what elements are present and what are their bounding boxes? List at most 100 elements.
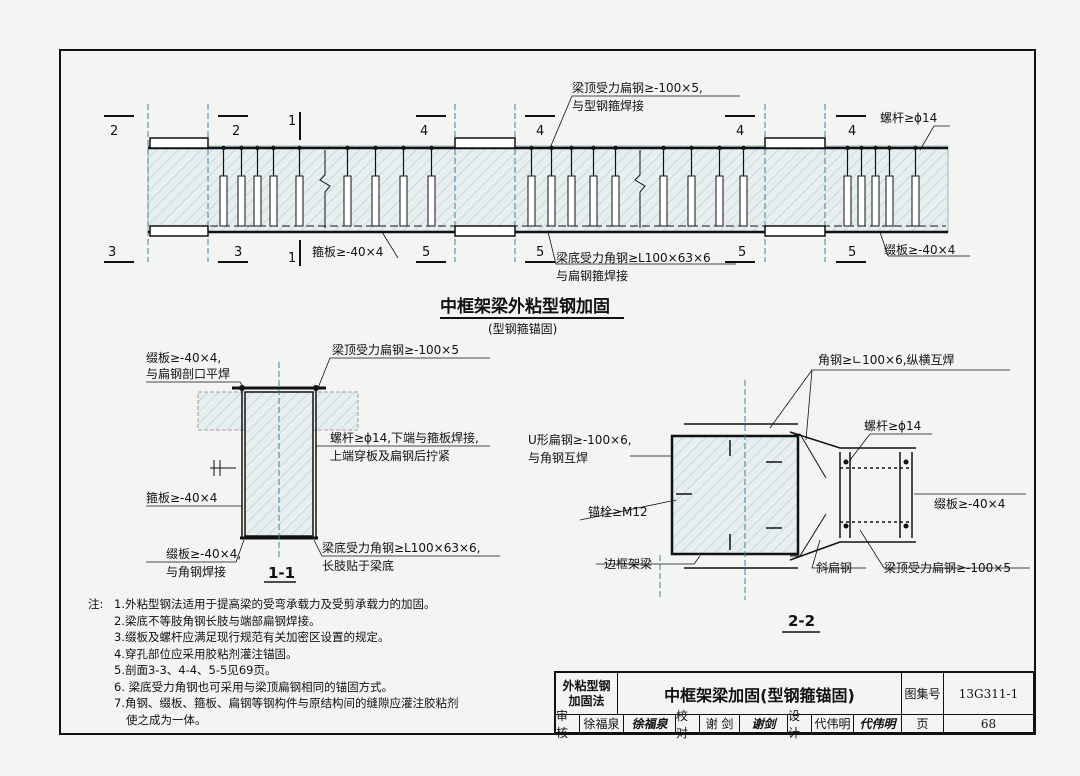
note-item: 3.缀板及螺杆应满足现行规范有关加密区设置的规定。 xyxy=(114,630,390,644)
section-mark-4c: 4 xyxy=(736,124,744,139)
hoop-plate xyxy=(739,175,748,227)
s11-batten-bottom-2: 与角钢焊接 xyxy=(166,564,226,579)
hoop-plate xyxy=(885,175,894,227)
section-mark-5c: 5 xyxy=(738,245,746,260)
section-2-2-leaders xyxy=(579,369,1030,569)
s22-batten: 缀板≥-40×4 xyxy=(934,497,1005,511)
callout-top-flat-steel-2: 与型钢箍焊接 xyxy=(572,98,644,113)
column-stubs xyxy=(149,137,826,237)
callout-bottom-angle-1: 梁底受力角钢≥L100×63×6 xyxy=(556,250,711,265)
reviewer-name: 徐福泉 xyxy=(580,715,624,732)
design-label: 设计 xyxy=(788,709,812,740)
section-mark-5a: 5 xyxy=(422,245,430,260)
hoop-plate xyxy=(427,175,436,227)
callout-hoop-plate: 箍板≥-40×4 xyxy=(312,244,383,259)
note-item: 5.剖面3-3、4-4、5-5见69页。 xyxy=(114,663,277,677)
hoop-plate xyxy=(857,175,866,227)
s22-u-flat-2: 与角钢互焊 xyxy=(528,450,588,465)
bolt-nut xyxy=(859,145,864,151)
bolt-nut xyxy=(717,145,722,151)
page-label: 页 xyxy=(902,715,944,732)
callout-bolt: 螺杆≥ϕ14 xyxy=(880,111,937,125)
note-item: 4.穿孔部位应采用胶粘剂灌注锚固。 xyxy=(114,646,298,661)
drawing-title: 中框架梁加固(型钢箍锚固) xyxy=(618,673,902,715)
bolt-nut xyxy=(529,145,534,151)
bolt-nut xyxy=(591,145,596,151)
s22-edge-beam: 边框架梁 xyxy=(604,556,652,571)
main-view-subtitle: (型钢箍锚固) xyxy=(488,321,557,336)
s11-bottom-angle-2: 长肢贴于梁底 xyxy=(322,558,394,573)
notes-label: 注: xyxy=(88,597,104,611)
section-2-2-label: 2-2 xyxy=(788,612,815,630)
callout-bottom-angle-2: 与扁钢箍焊接 xyxy=(556,268,628,283)
bolt-nut xyxy=(845,145,850,151)
hoop-plate xyxy=(911,175,920,227)
bolt-nut xyxy=(689,145,694,151)
hoop-plate xyxy=(295,175,304,227)
atlas-number: 13G311-1 xyxy=(944,673,1033,715)
s11-batten-top-2: 与扁钢剖口平焊 xyxy=(146,366,230,381)
s11-batten-bottom-1: 缀板≥-40×4, xyxy=(166,547,241,561)
hoop-plate xyxy=(843,175,852,227)
s11-hoop-plate: 箍板≥-40×4 xyxy=(146,490,217,505)
bolt-nut xyxy=(613,145,618,151)
checker-signature: 谢剑 xyxy=(740,715,788,732)
hoop-plates xyxy=(219,145,920,227)
bolt-nut xyxy=(271,145,276,151)
section-mark-4a: 4 xyxy=(420,124,428,139)
hoop-plate xyxy=(343,175,352,227)
s22-oblique: 斜扁钢 xyxy=(816,561,852,575)
column-section xyxy=(670,434,800,556)
s22-top-flat: 梁顶受力扁钢≥-100×5 xyxy=(884,560,1011,575)
hoop-plate xyxy=(659,175,668,227)
hoop-plate xyxy=(715,175,724,227)
bolt-nut xyxy=(913,145,918,151)
main-elevation-view xyxy=(147,104,949,262)
section-mark-5d: 5 xyxy=(848,245,856,260)
section-mark-1-top: 1 xyxy=(288,114,296,129)
bolt-nut xyxy=(373,145,378,151)
hoop-plate xyxy=(547,175,556,227)
bolt-nut xyxy=(741,145,746,151)
anchor-bolts xyxy=(676,440,782,550)
main-view-title: 中框架梁外粘型钢加固 xyxy=(440,296,610,317)
section-mark-5b: 5 xyxy=(536,245,544,260)
bolt-nut xyxy=(255,145,260,151)
s22-u-flat-1: U形扁钢≥-100×6, xyxy=(528,433,632,447)
bolt-nut xyxy=(661,145,666,151)
s11-bolt-1: 螺杆≥ϕ14,下端与箍板焊接, xyxy=(330,430,479,445)
callout-batten-plate: 缀板≥-40×4 xyxy=(884,243,955,257)
note-item: 7.角钢、缀板、箍板、扁钢等钢构件与原结构间的缝隙应灌注胶粘剂 xyxy=(114,696,459,710)
bolt-nut xyxy=(401,145,406,151)
bolt-nut xyxy=(569,145,574,151)
bolt-nut xyxy=(549,145,554,151)
s11-bolt-2: 上端穿板及扁钢后拧紧 xyxy=(330,448,450,463)
hoop-plate xyxy=(611,175,620,227)
designer-name: 代伟明 xyxy=(812,715,854,732)
s22-anchor: 锚栓≥M12 xyxy=(588,504,648,519)
hoop-plate xyxy=(399,175,408,227)
s22-angle: 角钢≥∟100×6,纵横互焊 xyxy=(818,352,955,367)
section-1-1-view xyxy=(197,362,359,560)
section-mark-lines xyxy=(104,112,866,266)
hoop-plate xyxy=(253,175,262,227)
hoop-plate xyxy=(527,175,536,227)
section-mark-1-bottom: 1 xyxy=(288,251,296,266)
hoop-plate xyxy=(237,175,246,227)
hoop-plate xyxy=(371,175,380,227)
section-mark-3-right: 3 xyxy=(234,245,242,260)
s11-batten-top-1: 缀板≥-40×4, xyxy=(146,351,221,365)
page-number: 68 xyxy=(980,716,997,731)
notes-block: 注: 1.外粘型钢法适用于提高梁的受弯承载力及受剪承载力的加固。 2.梁底不等肢… xyxy=(88,596,558,728)
break-marks xyxy=(319,150,646,228)
designer-signature: 代伟明 xyxy=(854,715,902,732)
bolt-nut xyxy=(239,145,244,151)
bolt-nut xyxy=(345,145,350,151)
bolt-nut xyxy=(221,145,226,151)
sheet-border xyxy=(59,49,1036,735)
bolt-nut xyxy=(887,145,892,151)
section-2-2-view xyxy=(659,380,916,600)
hoop-plate xyxy=(219,175,228,227)
reviewer-signature: 徐福泉 xyxy=(624,715,676,732)
